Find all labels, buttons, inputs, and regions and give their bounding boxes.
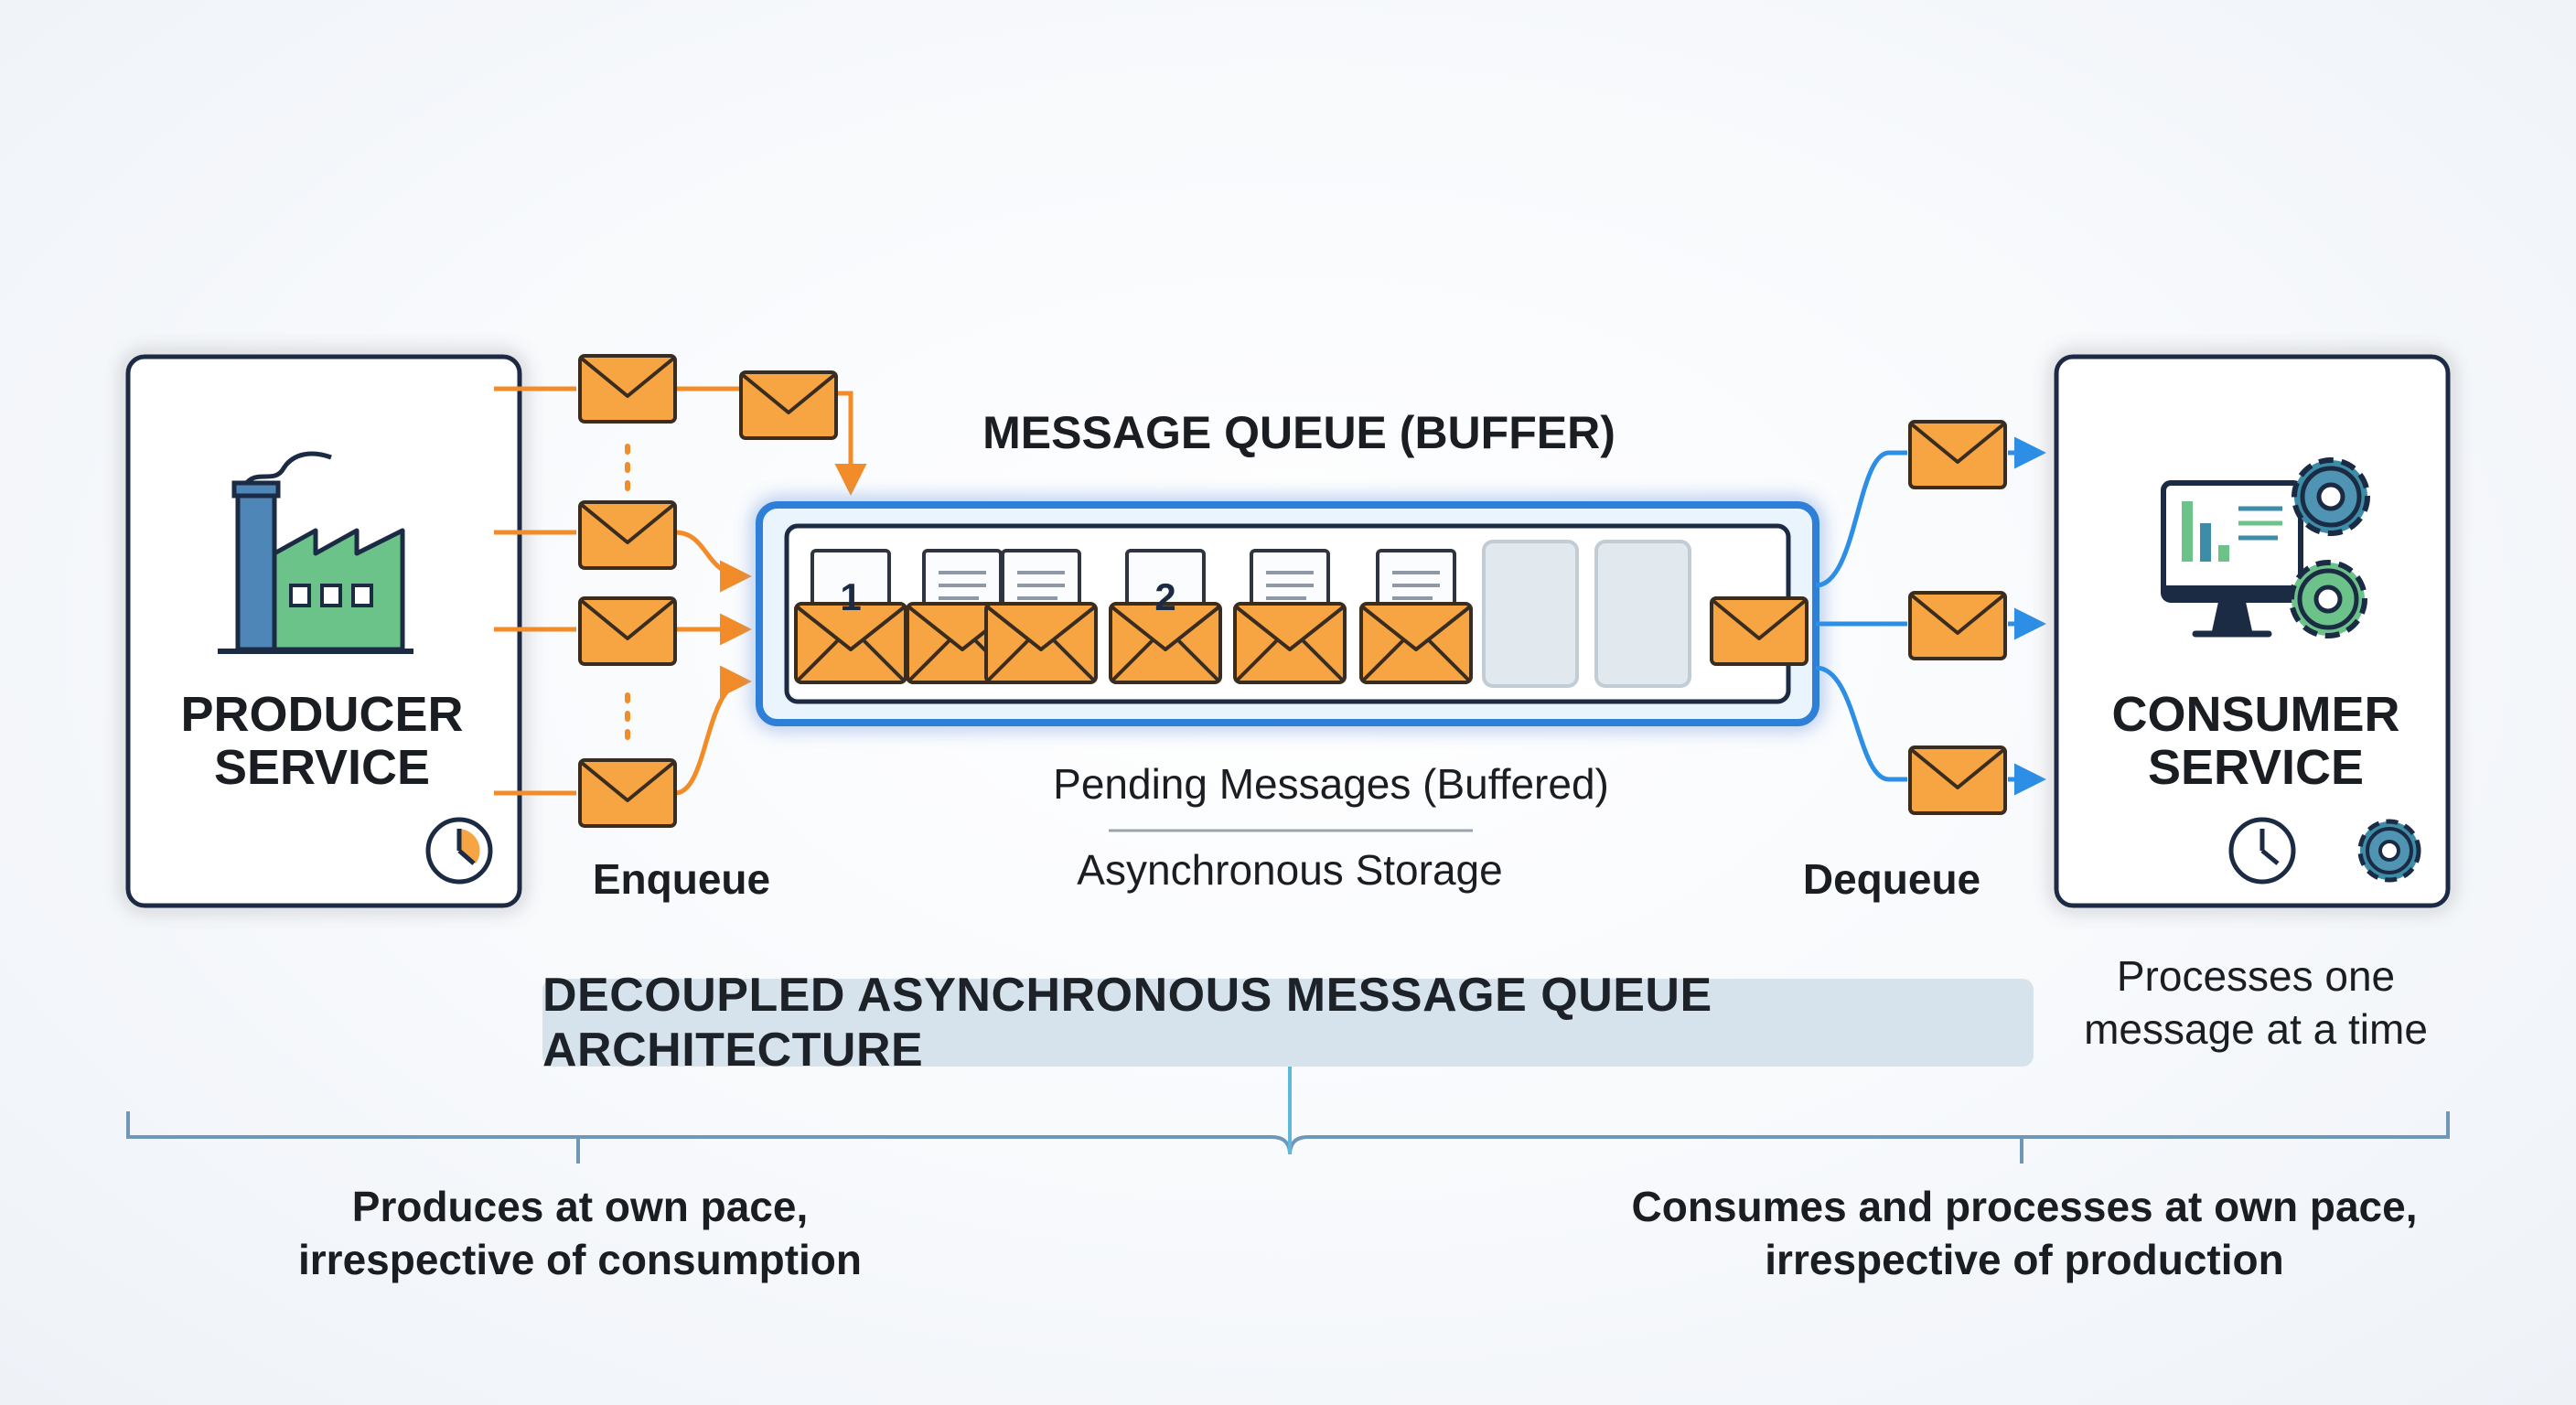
queued-message <box>984 549 1098 684</box>
consumer-side-note-line2: message at a time <box>2084 1005 2428 1053</box>
enqueue-arrows <box>494 386 867 796</box>
consumer-note-line1: Consumes and processes at own pace, <box>1631 1183 2418 1230</box>
producer-card <box>125 354 522 908</box>
consumer-title-line2: SERVICE <box>2147 740 2365 795</box>
empty-slot <box>1594 540 1691 688</box>
envelope-icon <box>739 370 838 440</box>
clock-icon <box>425 817 493 885</box>
queue-title: MESSAGE QUEUE (BUFFER) <box>982 407 1615 458</box>
producer-note: Produces at own pace, irrespective of co… <box>298 1180 862 1286</box>
consumer-side-note-line1: Processes one <box>2116 952 2396 1000</box>
slot-number-1: 1 <box>840 575 861 618</box>
message-queue-buffer <box>756 501 1819 726</box>
queued-message <box>1233 549 1347 684</box>
enqueue-label: Enqueue <box>592 855 771 903</box>
dequeue-envelopes <box>1908 420 2007 815</box>
consumer-title: CONSUMER SERVICE <box>2111 688 2399 794</box>
slot-number-2: 2 <box>1154 575 1175 618</box>
consumer-card <box>2054 354 2451 908</box>
storage-label: Asynchronous Storage <box>1077 846 1503 894</box>
producer-title-line2: SERVICE <box>213 740 431 795</box>
consumer-note: Consumes and processes at own pace, irre… <box>1632 1180 2418 1286</box>
pending-messages-label: Pending Messages (Buffered) <box>1053 760 1609 808</box>
architecture-banner: DECOUPLED ASYNCHRONOUS MESSAGE QUEUE ARC… <box>542 969 2034 1077</box>
envelope-icon <box>1710 596 1809 666</box>
envelope-icon <box>1908 745 2007 815</box>
empty-slot <box>1482 540 1579 688</box>
envelope-icon <box>1908 591 2007 660</box>
consumer-title-line1: CONSUMER <box>2111 687 2400 742</box>
queued-message <box>1359 549 1473 684</box>
producer-title-line1: PRODUCER <box>180 687 464 742</box>
producer-title: PRODUCER SERVICE <box>180 688 463 794</box>
envelope-icon <box>1908 420 2007 489</box>
consumer-note-line2: irrespective of production <box>1765 1236 2284 1283</box>
dequeue-label: Dequeue <box>1802 855 1981 903</box>
producer-note-line1: Produces at own pace, <box>351 1183 809 1230</box>
envelope-icon <box>578 596 677 666</box>
envelope-icon <box>578 500 677 570</box>
gear-icon <box>2289 560 2367 638</box>
gear-icon <box>2292 457 2370 536</box>
dequeue-arrows <box>1815 436 2046 796</box>
clock-icon <box>2228 817 2296 885</box>
monitor-icon <box>2161 480 2303 638</box>
factory-icon <box>218 451 413 654</box>
envelope-icon <box>578 354 677 424</box>
gear-icon <box>2357 819 2421 883</box>
bottom-brace <box>126 1067 2450 1164</box>
envelope-icon <box>578 758 677 828</box>
producer-note-line2: irrespective of consumption <box>297 1236 863 1283</box>
consumer-side-note: Processes one message at a time <box>2084 949 2428 1056</box>
